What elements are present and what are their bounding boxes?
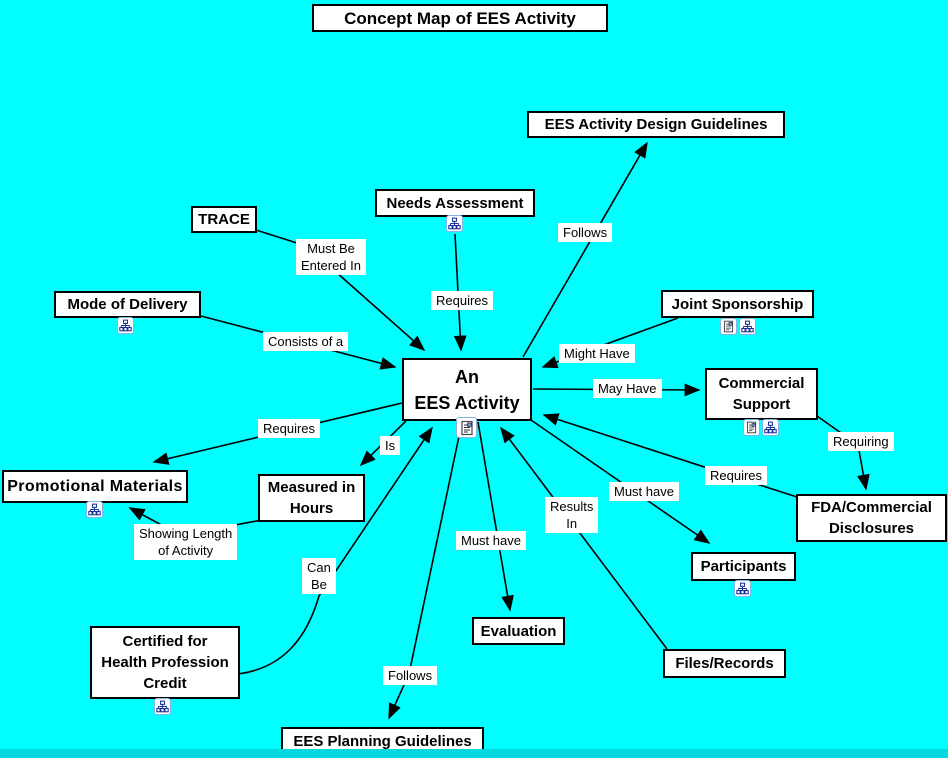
document-icon[interactable] [720, 318, 737, 335]
edge-label-follows-design[interactable]: Follows [558, 223, 613, 242]
edge-label-requires-promotional[interactable]: Requires [258, 419, 321, 438]
hierarchy-icon[interactable] [762, 419, 779, 436]
bottom-strip [0, 749, 948, 758]
node-trace[interactable]: TRACE [191, 206, 257, 233]
edge-label-showing-length[interactable]: Showing Length of Activity [134, 524, 238, 560]
edge-label-might-have[interactable]: Might Have [559, 344, 635, 363]
node-needs-assessment[interactable]: Needs Assessment [375, 189, 535, 217]
node-commercial-support[interactable]: Commercial Support [705, 368, 818, 420]
hierarchy-icon[interactable] [734, 580, 751, 597]
edge-label-can-be[interactable]: Can Be [302, 558, 336, 594]
node-files-records[interactable]: Files/Records [663, 649, 786, 678]
node-measured-in-hours[interactable]: Measured in Hours [258, 474, 365, 522]
edge-label-consists-of-a[interactable]: Consists of a [263, 332, 349, 351]
document-icon[interactable] [743, 419, 760, 436]
node-ees-activity-design-guidelines[interactable]: EES Activity Design Guidelines [527, 111, 785, 138]
hierarchy-icon[interactable] [446, 215, 463, 232]
edge-commercialsupport-fda [816, 415, 870, 491]
edge-central-filesrecords [500, 426, 668, 650]
edge-label-must-be-entered-in[interactable]: Must Be Entered In [296, 239, 366, 275]
edge-label-requiring[interactable]: Requiring [828, 432, 894, 451]
node-mode-of-delivery[interactable]: Mode of Delivery [54, 291, 201, 318]
node-evaluation[interactable]: Evaluation [472, 617, 565, 645]
hierarchy-icon[interactable] [154, 698, 171, 715]
edge-label-must-have-evaluation[interactable]: Must have [456, 531, 526, 550]
edge-label-is[interactable]: Is [380, 436, 401, 455]
document-icon[interactable] [456, 417, 477, 438]
edge-label-requires-needs[interactable]: Requires [431, 291, 494, 310]
edge-label-requires-fda[interactable]: Requires [705, 466, 768, 485]
node-participants[interactable]: Participants [691, 552, 796, 581]
edge-trace-central [335, 271, 426, 352]
edge-label-follows-planning[interactable]: Follows [383, 666, 438, 685]
map-title: Concept Map of EES Activity [312, 4, 608, 32]
hierarchy-icon[interactable] [739, 318, 756, 335]
edge-certified-central [237, 426, 433, 675]
node-promotional-materials[interactable]: Promotional Materials [2, 470, 188, 503]
node-an-ees-activity[interactable]: An EES Activity [402, 358, 532, 421]
edge-central-evaluation [477, 421, 514, 612]
hierarchy-icon[interactable] [117, 317, 134, 334]
node-certified-for-credit[interactable]: Certified for Health Profession Credit [90, 626, 240, 699]
edge-central-participants [530, 419, 711, 544]
edge-label-may-have[interactable]: May Have [593, 379, 662, 398]
edge-central-design-guidelines [522, 141, 648, 358]
node-ees-planning-guidelines[interactable]: EES Planning Guidelines [281, 727, 484, 755]
node-fda-commercial-disclosures[interactable]: FDA/Commercial Disclosures [796, 494, 947, 542]
hierarchy-icon[interactable] [86, 501, 103, 518]
edge-label-results-in[interactable]: Results In [545, 497, 599, 533]
edge-label-must-have-participants[interactable]: Must have [609, 482, 679, 501]
node-joint-sponsorship[interactable]: Joint Sponsorship [661, 290, 814, 318]
